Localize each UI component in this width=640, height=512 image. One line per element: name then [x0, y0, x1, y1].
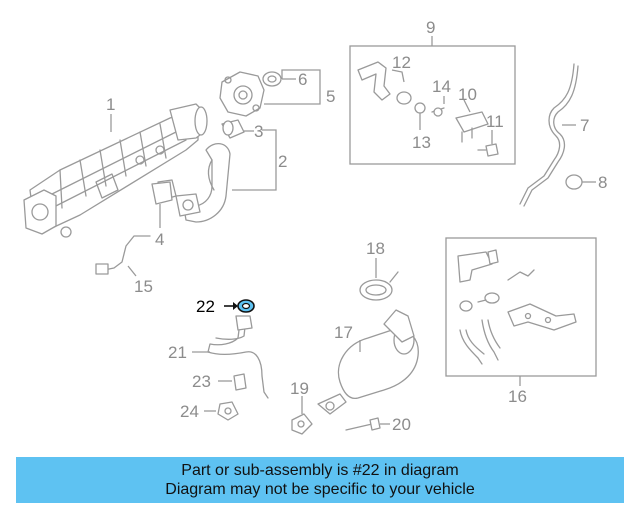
part-6-gasket	[262, 71, 282, 87]
callout-9: 9	[426, 18, 435, 37]
part-23-bracket	[218, 373, 247, 391]
part-21-hose	[207, 315, 269, 399]
banner-line-2: Diagram may not be specific to your vehi…	[165, 481, 475, 498]
info-banner: Part or sub-assembly is #22 in diagram D…	[16, 457, 624, 503]
leader-2	[232, 129, 277, 191]
callout-8: 8	[598, 173, 607, 192]
callout-18: 18	[366, 239, 385, 258]
group-16-box	[445, 237, 597, 377]
part-8-cap	[565, 174, 583, 190]
callout-19: 19	[290, 379, 309, 398]
callout-17: 17	[334, 323, 353, 342]
parts-diagram: 1 2 3 4 5 6 7 8 9 10 11 12 13 14 15 16 1…	[23, 18, 607, 435]
part-20-bolt	[345, 417, 390, 431]
part-10-sensor	[455, 99, 489, 143]
part-14-bolt	[431, 96, 445, 117]
part-22-clamp-highlighted	[224, 299, 255, 313]
callout-20: 20	[392, 415, 411, 434]
part-18-clamp	[359, 258, 399, 301]
callout-13: 13	[412, 133, 431, 152]
callout-15: 15	[134, 277, 153, 296]
part-17-converter	[317, 309, 419, 415]
callout-1: 1	[106, 95, 115, 114]
banner-line-1: Part or sub-assembly is #22 in diagram	[181, 462, 459, 479]
callout-6: 6	[298, 70, 307, 89]
part-13-clip	[396, 91, 426, 130]
part-19-gasket	[291, 396, 313, 435]
callout-10: 10	[458, 85, 477, 104]
part-1-egr-cooler	[23, 103, 208, 238]
leader-5	[264, 69, 321, 105]
callout-14: 14	[432, 77, 451, 96]
part-11-bolt	[477, 130, 499, 157]
callout-7: 7	[580, 116, 589, 135]
callout-5: 5	[326, 87, 335, 106]
part-15-sensor	[95, 235, 151, 277]
callout-2: 2	[278, 152, 287, 171]
part-7-pipe	[519, 63, 579, 207]
callout-3: 3	[254, 122, 263, 141]
part-24-grommet	[204, 401, 239, 421]
part-3-elbow	[221, 119, 245, 139]
callout-4: 4	[155, 230, 164, 249]
group-16-parts	[457, 249, 577, 365]
part-12-hose	[357, 61, 405, 101]
part-4-gasket	[151, 181, 173, 228]
callout-21: 21	[168, 343, 187, 362]
callout-22: 22	[196, 297, 215, 316]
callout-23: 23	[192, 372, 211, 391]
callout-24: 24	[180, 402, 199, 421]
callout-16: 16	[508, 387, 527, 406]
part-5-valve-housing	[219, 71, 265, 117]
callout-11: 11	[486, 112, 504, 131]
callout-12: 12	[392, 53, 411, 72]
